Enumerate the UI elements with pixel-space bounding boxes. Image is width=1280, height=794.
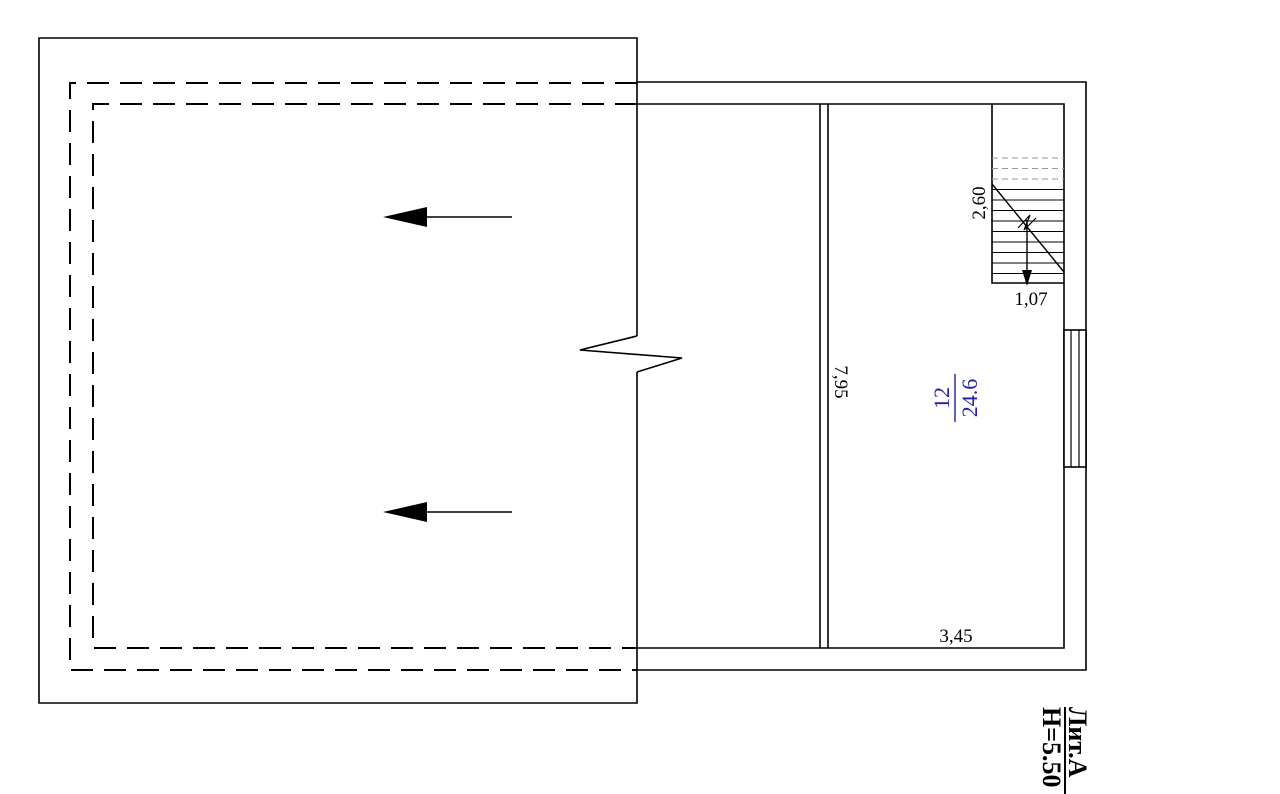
attic-walls: [637, 81, 1087, 671]
room-label: 12 24.6: [929, 374, 982, 422]
window: [1063, 329, 1087, 468]
overhang-outer-dashed: [69, 82, 637, 671]
dimension-stair-length: 2,60: [969, 186, 990, 219]
overhang-inner-dashed: [92, 103, 637, 649]
direction-arrows: [383, 207, 512, 522]
dimension-length: 7,95: [830, 365, 851, 398]
stair-outline: [991, 104, 1064, 284]
dimension-width: 3,45: [939, 626, 972, 647]
letter-label-line2: Н=5.50: [1037, 707, 1066, 788]
arrow-left-icon: [383, 207, 427, 227]
staircase: [991, 104, 1065, 286]
arrow-left-icon: [383, 502, 427, 522]
outer-wall: [637, 81, 1087, 671]
stair-arrow-icon: [1022, 270, 1032, 286]
letter-label: Лит.А Н=5.50: [1037, 707, 1092, 794]
stair-diagonal: [991, 183, 1065, 273]
room-number: 12: [929, 387, 954, 409]
overhang-lines: [69, 82, 637, 671]
break-mark: [579, 335, 683, 373]
stair-break-mark: [1017, 214, 1037, 231]
stair-treads: [992, 157, 1064, 275]
letter-label-line1: Лит.А: [1063, 707, 1092, 778]
left-block-outline: [38, 37, 638, 704]
room-area: 24.6: [957, 379, 982, 418]
left-block: [38, 37, 683, 704]
dimension-stair-width: 1,07: [1014, 289, 1047, 310]
